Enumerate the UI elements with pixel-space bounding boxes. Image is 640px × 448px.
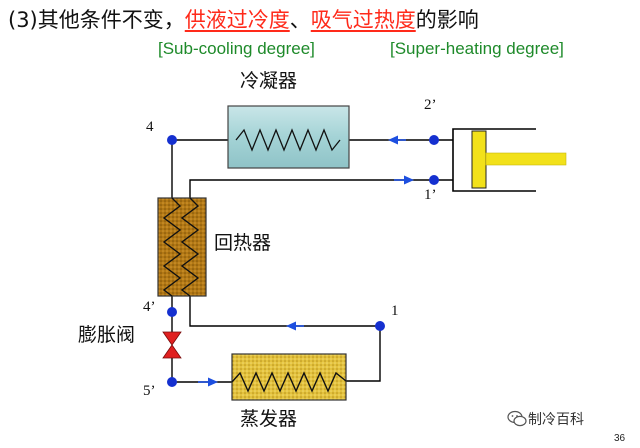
pipe-node-1-down xyxy=(346,326,381,382)
label-node-1p: 1’ xyxy=(424,187,437,203)
title-prefix: (3)其他条件不变， xyxy=(8,8,185,32)
label-super-heating-en: [Super-heating degree] xyxy=(390,39,564,58)
arrow-left-icon xyxy=(388,135,398,145)
evaporator-coil xyxy=(231,371,347,393)
flow-arrows xyxy=(198,135,414,387)
evaporator-shell xyxy=(231,353,347,401)
node-2p xyxy=(429,135,439,145)
node-5p xyxy=(167,377,177,387)
node-1 xyxy=(375,321,385,331)
label-condenser: 冷凝器 xyxy=(240,70,298,92)
title-suffix: 的影响 xyxy=(415,8,479,32)
label-node-1: 1 xyxy=(391,303,399,319)
regenerator-coil-right xyxy=(180,197,200,297)
node-4 xyxy=(167,135,177,145)
pipe-regenerator-to-node-1 xyxy=(189,296,380,327)
label-expansion-valve: 膨胀阀 xyxy=(78,324,136,346)
label-node-2p: 2’ xyxy=(424,97,437,113)
label-sub-cooling-en: [Sub-cooling degree] xyxy=(158,39,315,58)
wechat-icon xyxy=(507,410,527,427)
condenser xyxy=(227,105,350,169)
regenerator-coil-left xyxy=(162,197,182,297)
compressor-piston-rod xyxy=(485,152,567,166)
slide-title: (3)其他条件不变，供液过冷度、吸气过热度的影响 xyxy=(8,10,479,31)
arrow-left-icon xyxy=(286,321,296,331)
label-evaporator: 蒸发器 xyxy=(240,408,298,430)
evaporator xyxy=(231,353,347,401)
regenerator-shell xyxy=(157,197,207,297)
regenerator xyxy=(157,197,207,297)
label-node-4: 4 xyxy=(146,119,154,135)
compressor-cylinder xyxy=(452,128,536,192)
label-regenerator: 回热器 xyxy=(214,232,272,254)
title-highlight-superheating: 吸气过热度 xyxy=(310,8,416,32)
label-node-5p: 5’ xyxy=(143,383,156,399)
label-node-4p: 4’ xyxy=(143,299,156,315)
title-highlight-subcooling: 供液过冷度 xyxy=(184,8,290,32)
node-4p xyxy=(167,307,177,317)
title-separator: 、 xyxy=(289,8,311,32)
watermark-text: 制冷百科 xyxy=(528,412,584,428)
state-nodes xyxy=(167,135,439,387)
compressor xyxy=(434,128,567,192)
node-1p xyxy=(429,175,439,185)
arrow-right-icon xyxy=(404,175,414,185)
expansion-valve xyxy=(162,331,182,359)
condenser-coil xyxy=(235,128,341,152)
compressor-piston xyxy=(471,130,487,189)
piping xyxy=(171,139,434,383)
pipe-suction-to-regenerator xyxy=(189,179,434,198)
page-number: 36 xyxy=(614,433,626,444)
arrow-right-icon xyxy=(208,377,218,387)
